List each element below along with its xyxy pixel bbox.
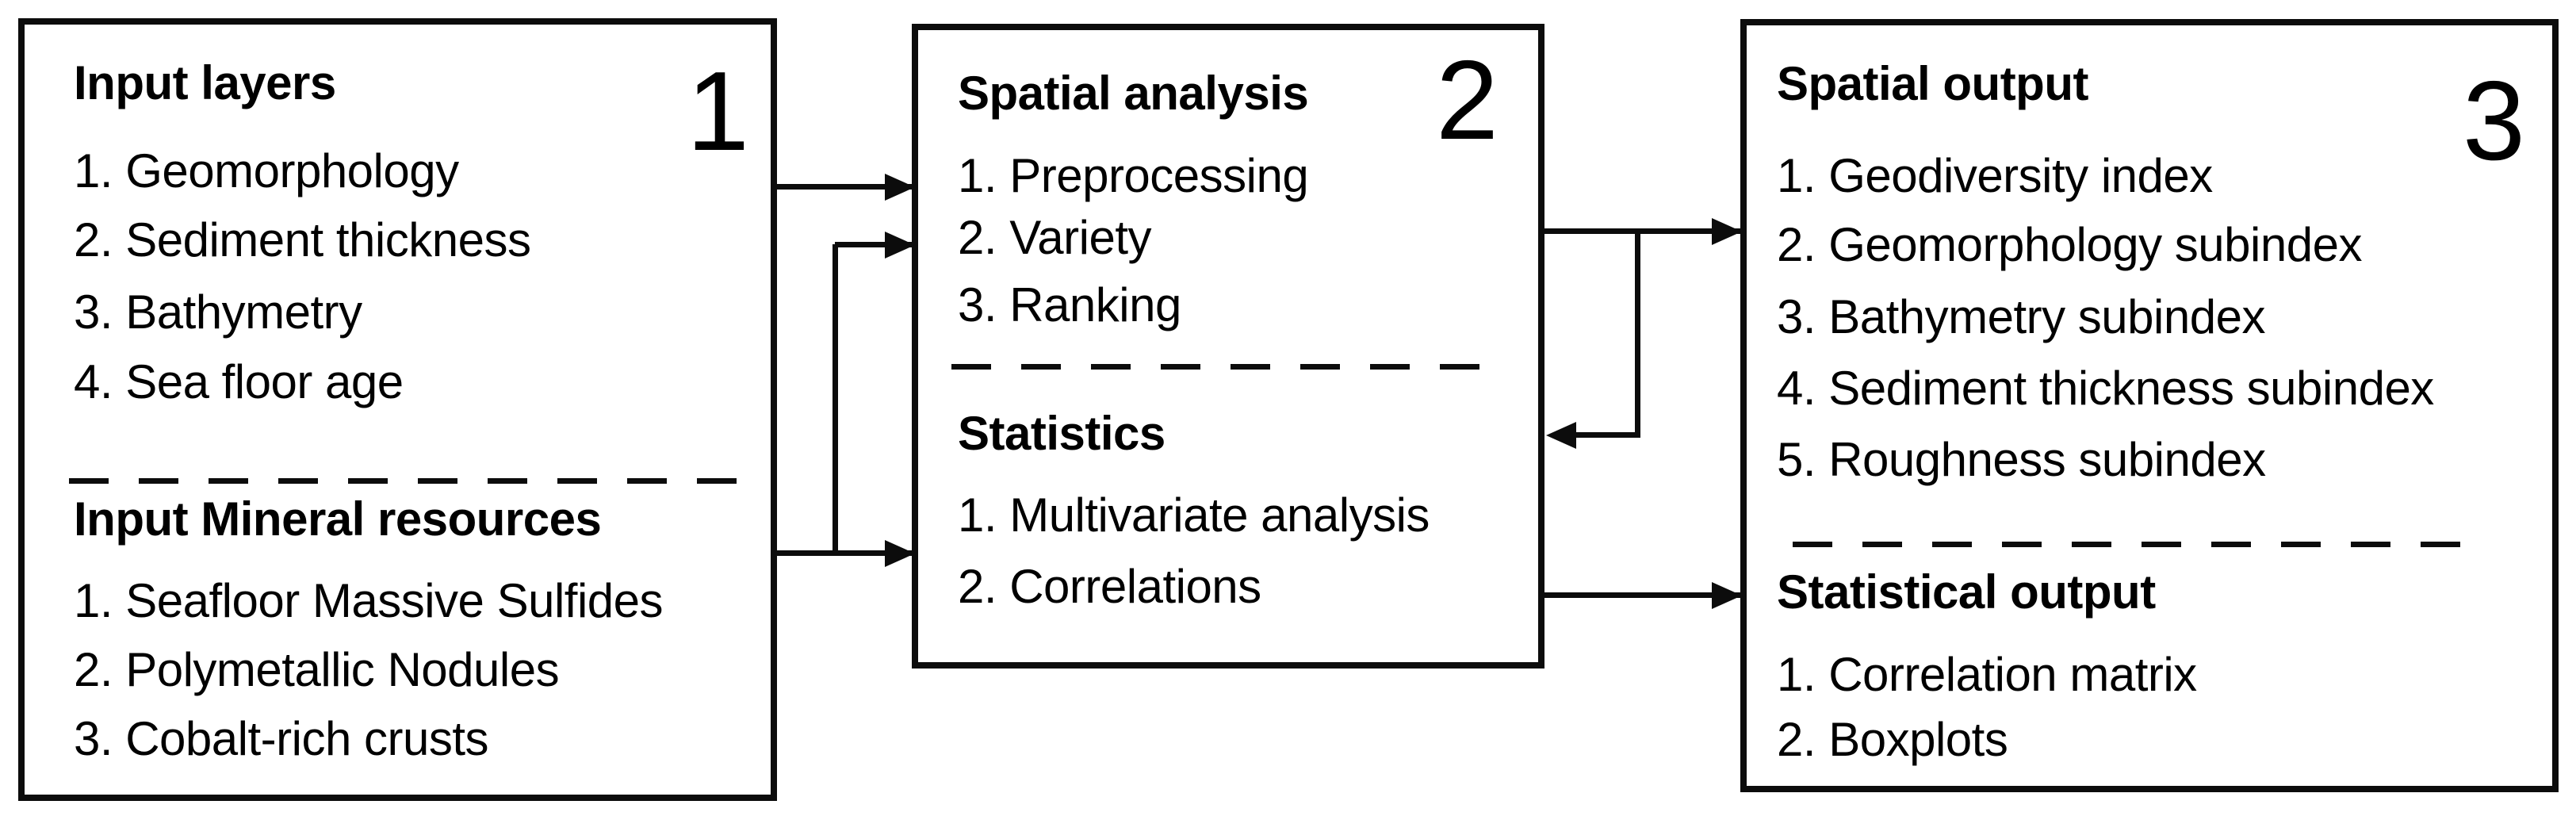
arrow-branch-to-variety <box>835 242 913 247</box>
list-item: 3. Ranking <box>958 278 1181 331</box>
box-spatial-output: 3 Spatial output 1. Geodiversity index 2… <box>1740 19 2559 792</box>
list-item: 1. Preprocessing <box>958 149 1309 202</box>
list-item: 2. Geomorphology subindex <box>1777 218 2362 271</box>
list-item: 2. Correlations <box>958 560 1261 613</box>
arrow-input-layers-to-preprocessing <box>777 184 913 190</box>
feedback-connector-vertical <box>1635 232 1640 438</box>
dashed-divider <box>69 478 737 484</box>
list-item: 2. Variety <box>958 211 1152 264</box>
arrowhead-right-icon <box>885 232 915 259</box>
arrowhead-right-icon <box>1712 218 1742 245</box>
section-heading-statistical-output: Statistical output <box>1777 565 2156 619</box>
dashed-divider <box>1793 542 2489 547</box>
arrow-input-minerals-to-statistics <box>777 550 913 556</box>
list-item: 1. Correlation matrix <box>1777 648 2197 701</box>
section-heading-spatial-output: Spatial output <box>1777 57 2088 110</box>
step-number-3: 3 <box>2463 58 2525 184</box>
arrowhead-left-icon <box>1546 422 1576 449</box>
feedback-arrow-to-statistics <box>1570 432 1640 438</box>
list-item: 5. Roughness subindex <box>1777 433 2266 486</box>
arrowhead-right-icon <box>885 174 915 201</box>
arrow-statistics-to-statistical-output <box>1544 592 1740 598</box>
section-heading-input-minerals: Input Mineral resources <box>74 492 602 546</box>
step-number-2: 2 <box>1436 37 1499 163</box>
list-item: 2. Polymetallic Nodules <box>74 643 560 696</box>
list-item: 2. Boxplots <box>1777 713 2008 766</box>
box-spatial-analysis: 2 Spatial analysis 1. Preprocessing 2. V… <box>912 24 1544 669</box>
list-item: 1. Geodiversity index <box>1777 149 2213 202</box>
branch-connector-vertical <box>833 244 838 556</box>
arrowhead-right-icon <box>885 540 915 567</box>
list-item: 1. Multivariate analysis <box>958 488 1430 542</box>
arrow-spatial-analysis-to-spatial-output <box>1544 228 1740 234</box>
section-heading-input-layers: Input layers <box>74 56 336 109</box>
list-item: 3. Cobalt-rich crusts <box>74 712 489 765</box>
list-item: 4. Sediment thickness subindex <box>1777 362 2434 415</box>
section-heading-spatial-analysis: Spatial analysis <box>958 67 1309 120</box>
list-item: 1. Geomorphology <box>74 144 459 197</box>
step-number-1: 1 <box>687 48 749 174</box>
list-item: 4. Sea floor age <box>74 355 404 408</box>
box-input-layers: 1 Input layers 1. Geomorphology 2. Sedim… <box>18 18 777 801</box>
dashed-divider <box>951 364 1503 370</box>
list-item: 3. Bathymetry subindex <box>1777 290 2265 343</box>
arrowhead-right-icon <box>1712 582 1742 609</box>
list-item: 1. Seafloor Massive Sulfides <box>74 574 664 627</box>
list-item: 3. Bathymetry <box>74 285 362 339</box>
list-item: 2. Sediment thickness <box>74 213 531 266</box>
section-heading-statistics: Statistics <box>958 407 1166 460</box>
